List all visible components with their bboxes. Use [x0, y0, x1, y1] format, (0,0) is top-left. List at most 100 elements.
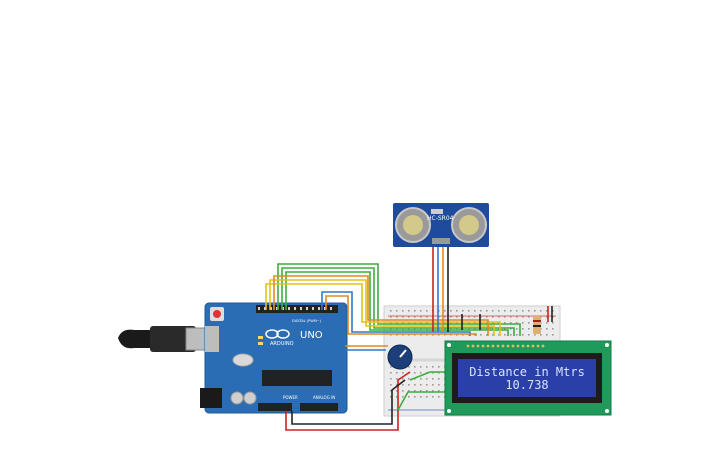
- breadboard-hole: [432, 390, 434, 392]
- header-pin: [270, 307, 272, 310]
- breadboard-hole: [534, 310, 536, 312]
- resistor[interactable]: [533, 316, 541, 334]
- lcd-pin: [486, 344, 490, 348]
- breadboard-hole: [528, 310, 530, 312]
- header-pin: [330, 307, 332, 310]
- breadboard-hole: [528, 334, 530, 336]
- lcd-pin: [491, 344, 495, 348]
- breadboard-hole: [420, 366, 422, 368]
- breadboard-hole: [432, 378, 434, 380]
- lcd-pin: [496, 344, 500, 348]
- breadboard-hole: [498, 316, 500, 318]
- breadboard-hole: [408, 396, 410, 398]
- breadboard-hole: [462, 310, 464, 312]
- breadboard-hole: [552, 328, 554, 330]
- breadboard-hole: [534, 334, 536, 336]
- arduino-logo-icon: [265, 329, 290, 339]
- breadboard-hole: [546, 322, 548, 324]
- breadboard-hole: [420, 316, 422, 318]
- atmega-chip: [262, 370, 332, 386]
- breadboard-hole: [516, 328, 518, 330]
- breadboard-hole: [432, 396, 434, 398]
- breadboard-hole: [438, 384, 440, 386]
- breadboard-hole: [414, 316, 416, 318]
- lcd-pin: [501, 344, 505, 348]
- breadboard-hole: [456, 310, 458, 312]
- potentiometer-knob[interactable]: [387, 344, 413, 370]
- lcd-16x2-display[interactable]: Distance in Mtrs 10.738: [444, 340, 612, 416]
- usb-cable[interactable]: [118, 326, 213, 352]
- breadboard-hole: [396, 390, 398, 392]
- breadboard-hole: [414, 310, 416, 312]
- breadboard-hole: [402, 316, 404, 318]
- breadboard-hole: [414, 384, 416, 386]
- breadboard-hole: [516, 334, 518, 336]
- breadboard-hole: [480, 334, 482, 336]
- breadboard-hole: [522, 334, 524, 336]
- lcd-pin: [476, 344, 480, 348]
- breadboard-hole: [504, 316, 506, 318]
- breadboard-hole: [468, 316, 470, 318]
- header-pin: [294, 307, 296, 310]
- breadboard-hole: [390, 310, 392, 312]
- breadboard-hole: [408, 390, 410, 392]
- lcd-pin: [521, 344, 525, 348]
- breadboard-hole: [396, 384, 398, 386]
- breadboard-hole: [444, 316, 446, 318]
- breadboard-hole: [546, 310, 548, 312]
- breadboard-hole: [426, 366, 428, 368]
- breadboard-hole: [444, 310, 446, 312]
- header-pin: [300, 307, 302, 310]
- breadboard-hole: [486, 316, 488, 318]
- lcd-pin: [506, 344, 510, 348]
- breadboard-hole: [408, 316, 410, 318]
- header-pin: [312, 307, 314, 310]
- breadboard-hole: [492, 334, 494, 336]
- breadboard-hole: [516, 322, 518, 324]
- arduino-uno-board[interactable]: ARDUINO UNO DIGITAL (PWM~) POWER ANALOG …: [200, 302, 348, 414]
- breadboard-hole: [390, 384, 392, 386]
- breadboard-hole: [516, 316, 518, 318]
- lcd-pin: [536, 344, 540, 348]
- breadboard-hole: [468, 310, 470, 312]
- lcd-pin: [481, 344, 485, 348]
- breadboard-hole: [426, 396, 428, 398]
- lcd-pin: [466, 344, 470, 348]
- breadboard-hole: [426, 390, 428, 392]
- breadboard-hole: [396, 372, 398, 374]
- breadboard-hole: [438, 378, 440, 380]
- breadboard-hole: [420, 396, 422, 398]
- breadboard-hole: [510, 334, 512, 336]
- breadboard-hole: [432, 384, 434, 386]
- breadboard-hole: [546, 334, 548, 336]
- breadboard-hole: [420, 372, 422, 374]
- arduino-brand-label: ARDUINO: [270, 341, 294, 347]
- breadboard-hole: [438, 396, 440, 398]
- breadboard-hole: [402, 390, 404, 392]
- breadboard-hole: [492, 310, 494, 312]
- breadboard-hole: [552, 334, 554, 336]
- header-pin: [306, 307, 308, 310]
- breadboard-hole: [504, 310, 506, 312]
- breadboard-hole: [390, 366, 392, 368]
- lcd-pin: [526, 344, 530, 348]
- breadboard-hole: [540, 334, 542, 336]
- breadboard-hole: [552, 322, 554, 324]
- header-pin: [264, 307, 266, 310]
- breadboard-hole: [528, 316, 530, 318]
- lcd-line-2: 10.738: [505, 378, 548, 392]
- breadboard-hole: [396, 310, 398, 312]
- lcd-pin: [531, 344, 535, 348]
- breadboard-hole: [486, 310, 488, 312]
- breadboard-hole: [408, 366, 410, 368]
- breadboard-hole: [438, 366, 440, 368]
- breadboard-hole: [390, 316, 392, 318]
- breadboard-hole: [522, 322, 524, 324]
- ultrasonic-sensor-hc-sr04[interactable]: HC-SR04: [393, 203, 489, 247]
- breadboard-hole: [528, 322, 530, 324]
- lcd-pin: [471, 344, 475, 348]
- breadboard-hole: [396, 396, 398, 398]
- breadboard-hole: [456, 316, 458, 318]
- breadboard-hole: [426, 316, 428, 318]
- breadboard-hole: [546, 328, 548, 330]
